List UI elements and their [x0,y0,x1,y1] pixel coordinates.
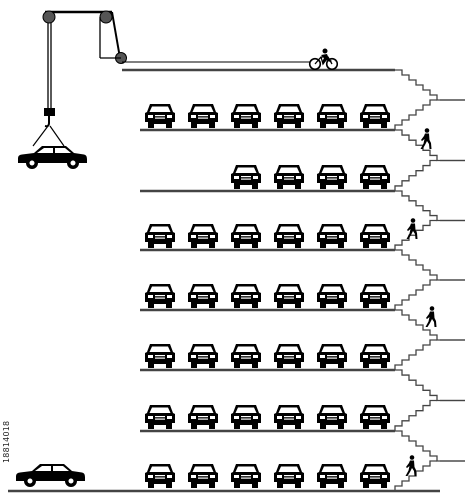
parked-car-icon [317,344,347,368]
staircase [394,69,465,491]
stair-flight [395,69,465,101]
parked-car-icon [360,464,390,488]
parked-car-icon [231,165,261,189]
stair-flight [394,279,437,310]
stair-flight [395,309,465,341]
stair-flight [394,460,437,491]
stair-flight [394,339,437,370]
parked-car-icon [145,224,175,248]
stock-id-text: 18814018 [2,420,11,463]
top-deck [122,48,395,72]
parked-car-icon [317,405,347,429]
parked-car-icon [360,284,390,308]
stair-flight [395,249,465,281]
parked-car-icon [360,104,390,128]
parked-car-icon [317,165,347,189]
stair-flight [395,129,465,162]
stock-id-label: 18814018 [2,393,16,463]
parked-car-icon [274,284,304,308]
parked-car-icon [317,464,347,488]
pulley-icon [99,10,113,24]
pulley-icon [42,10,56,24]
parked-car-icon [145,344,175,368]
pedestrian-icon [405,455,417,476]
parked-car-icon [231,224,261,248]
parked-car-icon [231,464,261,488]
parked-car-icon [360,165,390,189]
parked-car-icon [188,284,218,308]
parked-car-icon [145,284,175,308]
parked-car-icon [231,344,261,368]
parked-car-icon [274,165,304,189]
stair-flight [395,430,465,462]
parked-car-icon [145,405,175,429]
parked-car-icon [188,104,218,128]
parked-car-icon [274,464,304,488]
stair-flight [395,190,465,222]
parked-car-icon [231,405,261,429]
parked-car-icon [274,224,304,248]
parked-car-icon [145,464,175,488]
parked-car-icon [274,344,304,368]
crane [18,10,127,169]
parked-car-icon [274,405,304,429]
parking-levels [140,104,395,488]
parked-car-icon [188,464,218,488]
parked-car-icon [360,405,390,429]
parked-car-icon [360,224,390,248]
pedestrian-icon [425,306,437,327]
parked-car-icon [317,224,347,248]
stair-flight [394,399,437,431]
stair-flight [394,99,437,130]
hanging-car-icon [18,146,87,169]
hook-icon [44,108,55,128]
parked-car-icon [231,104,261,128]
parked-car-icon [188,344,218,368]
parked-car-icon [145,104,175,128]
parked-car-icon [317,284,347,308]
parked-car-icon [188,405,218,429]
parked-car-icon [188,224,218,248]
parked-car-icon [274,104,304,128]
stair-flight [395,369,465,402]
stair-flight [394,159,437,191]
parked-car-icon [360,344,390,368]
cyclist-icon [308,48,338,70]
parked-car-icon [231,284,261,308]
parked-car-icon [317,104,347,128]
ground-car-icon [16,464,85,487]
